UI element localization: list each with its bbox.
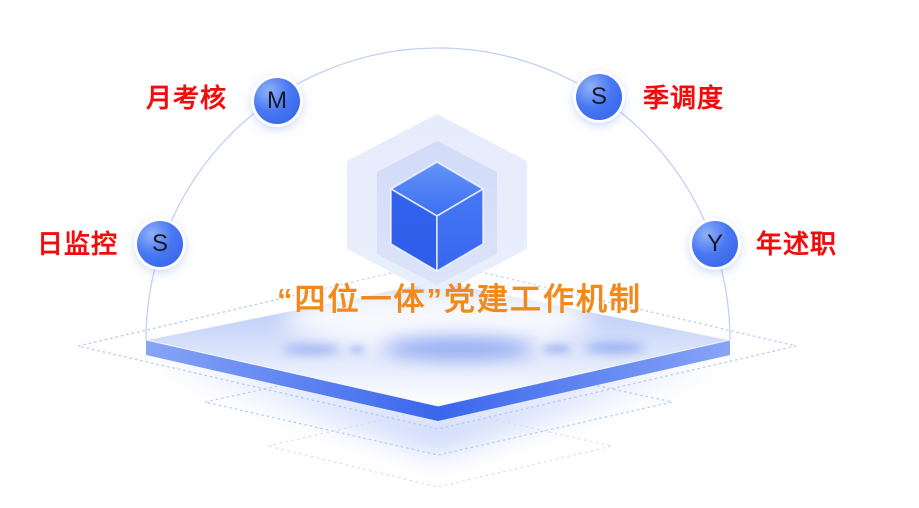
platform-blur-mark — [585, 343, 645, 353]
node-label-year: 年述职 — [756, 229, 838, 259]
orbit-arc — [145, 47, 731, 341]
cube-right-face — [436, 188, 484, 272]
platform-center-glow — [283, 284, 593, 352]
node-letter: S — [590, 83, 607, 110]
node-badge-month: M — [254, 78, 300, 124]
cube-icon — [390, 161, 484, 272]
node-label-month: 月考核 — [146, 83, 228, 113]
dotted-diamond-medium — [204, 350, 673, 456]
node-letter: S — [151, 230, 168, 257]
platform-blur-mark — [543, 345, 571, 353]
node-badge-quarter: S — [576, 74, 622, 120]
node-label-day: 日监控 — [37, 229, 119, 259]
platform-shadow — [146, 352, 730, 452]
platform-blur-mark — [383, 337, 533, 359]
page-title: “四位一体”党建工作机制 — [277, 282, 642, 317]
node-letter: M — [267, 87, 287, 114]
node-letter: Y — [706, 230, 723, 257]
node-badge-day: S — [137, 221, 183, 267]
platform-blur-mark — [349, 346, 365, 353]
node-label-quarter: 季调度 — [643, 83, 725, 113]
dotted-diamond-large — [77, 261, 797, 430]
platform-left-edge — [146, 340, 438, 421]
platform-blur-mark — [283, 345, 341, 354]
platform-right-edge — [438, 340, 730, 421]
dotted-diamond-small — [267, 406, 613, 488]
node-badge-year: Y — [692, 221, 738, 267]
